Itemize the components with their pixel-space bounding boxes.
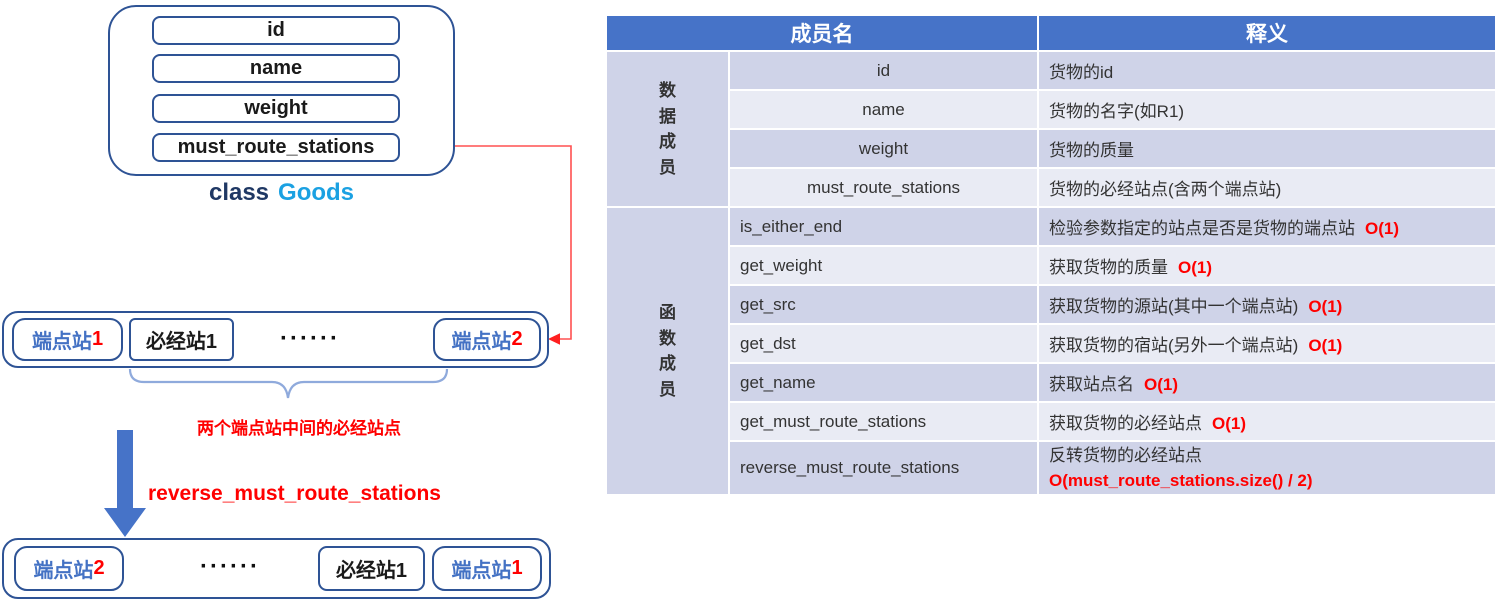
member-cell: get_src bbox=[730, 286, 1037, 323]
meaning-cell: 获取站点名 O(1) bbox=[1039, 364, 1495, 401]
complexity-badge: O(1) bbox=[1212, 414, 1246, 433]
ellipsis-dots: ······ bbox=[280, 325, 340, 352]
member-cell: is_either_end bbox=[730, 208, 1037, 245]
meaning-cell: 获取货物的源站(其中一个端点站) O(1) bbox=[1039, 286, 1495, 323]
reverse-annotation: reverse_must_route_stations bbox=[148, 482, 441, 505]
field-id: id bbox=[152, 16, 400, 45]
meaning-text: 反转货物的必经站点 bbox=[1049, 446, 1202, 466]
meaning-text: 检验参数指定的站点是否是货物的端点站 bbox=[1049, 219, 1355, 238]
header-meaning: 释义 bbox=[1039, 16, 1495, 50]
brace-icon bbox=[128, 368, 449, 399]
table-row: get_must_route_stations 获取货物的必经站点 O(1) bbox=[607, 403, 1495, 440]
meaning-cell: 获取货物的必经站点 O(1) bbox=[1039, 403, 1495, 440]
complexity-badge: O(1) bbox=[1365, 219, 1399, 238]
table-row: get_name 获取站点名 O(1) bbox=[607, 364, 1495, 401]
meaning-cell: 货物的质量 bbox=[1039, 130, 1495, 167]
meaning-cell: 货物的名字(如R1) bbox=[1039, 91, 1495, 128]
member-cell: get_name bbox=[730, 364, 1037, 401]
meaning-text: 货物的必经站点(含两个端点站) bbox=[1049, 180, 1282, 199]
field-weight: weight bbox=[152, 94, 400, 123]
field-name: name bbox=[152, 54, 400, 83]
complexity-badge: O(must_route_stations.size() / 2) bbox=[1049, 471, 1313, 490]
complexity-badge: O(1) bbox=[1144, 375, 1178, 394]
endpoint-number: 2 bbox=[511, 328, 523, 350]
table-row: must_route_stations 货物的必经站点(含两个端点站) bbox=[607, 169, 1495, 206]
member-cell: must_route_stations bbox=[730, 169, 1037, 206]
member-cell: get_weight bbox=[730, 247, 1037, 284]
meaning-text: 货物的质量 bbox=[1049, 141, 1134, 160]
member-cell: reverse_must_route_stations bbox=[730, 442, 1037, 494]
member-cell: id bbox=[730, 52, 1037, 89]
meaning-cell: 货物的id bbox=[1039, 52, 1495, 89]
endpoint-number: 1 bbox=[511, 557, 523, 579]
table-row: get_src 获取货物的源站(其中一个端点站) O(1) bbox=[607, 286, 1495, 323]
meaning-cell: 货物的必经站点(含两个端点站) bbox=[1039, 169, 1495, 206]
meaning-cell: 检验参数指定的站点是否是货物的端点站 O(1) bbox=[1039, 208, 1495, 245]
meaning-text: 获取货物的质量 bbox=[1049, 258, 1168, 277]
ellipsis-dots: ······ bbox=[200, 553, 260, 580]
table-row: 函 数 成 员 is_either_end 检验参数指定的站点是否是货物的端点站… bbox=[607, 208, 1495, 494]
group-function-members: 函 数 成 员 bbox=[607, 208, 728, 494]
endpoint-number: 1 bbox=[91, 328, 104, 350]
meaning-text: 获取站点名 bbox=[1049, 375, 1134, 394]
endpoint-label: 端点站 bbox=[451, 331, 512, 353]
members-table: 成员名 释义 数 据 成 员 id 货物的id name 货物的名字(如R1) … bbox=[605, 14, 1497, 496]
field-must-route-stations: must_route_stations bbox=[152, 133, 400, 162]
table-row: get_weight 获取货物的质量 O(1) bbox=[607, 247, 1495, 284]
complexity-badge: O(1) bbox=[1308, 297, 1343, 316]
table-header-row: 成员名 释义 bbox=[607, 16, 1495, 50]
endpoint-number: 2 bbox=[93, 557, 105, 579]
table-row: weight 货物的质量 bbox=[607, 130, 1495, 167]
meaning-cell: 反转货物的必经站点 O(must_route_stations.size() / … bbox=[1039, 442, 1495, 494]
class-caption: class Goods bbox=[108, 179, 455, 207]
station-must-route1: 必经站1 bbox=[318, 546, 425, 591]
meaning-text: 获取货物的源站(其中一个端点站) bbox=[1049, 297, 1299, 316]
group-data-members: 数 据 成 员 bbox=[607, 52, 728, 206]
endpoint-label: 端点站 bbox=[31, 331, 92, 353]
endpoint-label: 端点站 bbox=[33, 560, 94, 582]
table-row: reverse_must_route_stations 反转货物的必经站点 O(m… bbox=[607, 442, 1495, 494]
meaning-cell: 获取货物的宿站(另外一个端点站) O(1) bbox=[1039, 325, 1495, 362]
endpoint-label: 端点站 bbox=[451, 560, 512, 582]
complexity-badge: O(1) bbox=[1308, 336, 1343, 355]
complexity-badge: O(1) bbox=[1178, 258, 1212, 277]
red-arrowhead-icon bbox=[548, 333, 560, 345]
brace-annotation: 两个端点站中间的必经站点 bbox=[197, 419, 401, 438]
down-arrow-icon bbox=[104, 430, 146, 537]
class-keyword: class bbox=[208, 179, 270, 206]
member-cell: get_must_route_stations bbox=[730, 403, 1037, 440]
meaning-cell: 获取货物的质量 O(1) bbox=[1039, 247, 1495, 284]
class-name: Goods bbox=[278, 179, 355, 206]
member-cell: name bbox=[730, 91, 1037, 128]
meaning-text: 获取货物的宿站(另外一个端点站) bbox=[1049, 336, 1299, 355]
table-row: get_dst 获取货物的宿站(另外一个端点站) O(1) bbox=[607, 325, 1495, 362]
member-cell: weight bbox=[730, 130, 1037, 167]
station-must-route1: 必经站1 bbox=[129, 318, 234, 361]
meaning-text: 获取货物的必经站点 bbox=[1049, 414, 1202, 433]
meaning-text: 货物的名字(如R1) bbox=[1049, 102, 1185, 121]
meaning-text: 货物的id bbox=[1049, 63, 1114, 82]
table-row: name 货物的名字(如R1) bbox=[607, 91, 1495, 128]
header-member-name: 成员名 bbox=[607, 16, 1037, 50]
class-goods-container: id name weight must_route_stations bbox=[108, 5, 455, 176]
table-row: 数 据 成 员 id 货物的id bbox=[607, 52, 1495, 206]
member-cell: get_dst bbox=[730, 325, 1037, 362]
